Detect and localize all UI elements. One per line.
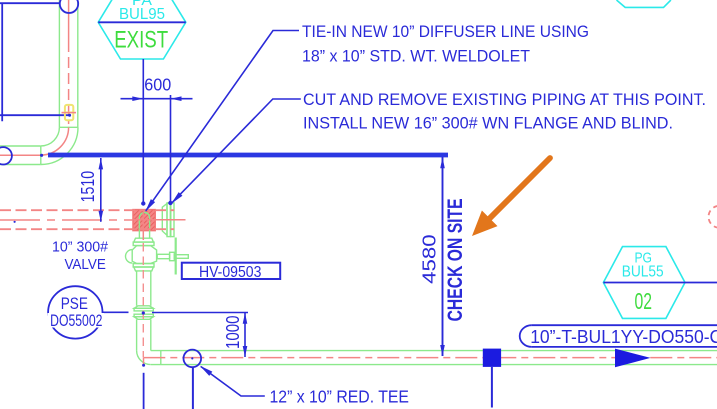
svg-text:EXIST: EXIST	[114, 27, 168, 54]
svg-text:CUT AND REMOVE EXISTING PIPING: CUT AND REMOVE EXISTING PIPING AT THIS P…	[303, 91, 706, 109]
svg-text:BUL95: BUL95	[119, 6, 165, 23]
svg-text:PA: PA	[132, 0, 152, 9]
svg-text:600: 600	[144, 75, 171, 95]
svg-text:VALVE: VALVE	[64, 257, 106, 273]
svg-text:1510: 1510	[78, 171, 98, 203]
svg-text:18” x 10” STD. WT. WELDOLET: 18” x 10” STD. WT. WELDOLET	[302, 48, 530, 66]
svg-text:TIE-IN NEW 10” DIFFUSER LINE U: TIE-IN NEW 10” DIFFUSER LINE USING	[302, 23, 589, 41]
svg-text:DO55002: DO55002	[50, 312, 102, 330]
svg-text:PG: PG	[634, 250, 652, 267]
svg-text:CHECK ON SITE: CHECK ON SITE	[444, 198, 467, 321]
svg-text:BUL55: BUL55	[622, 264, 664, 281]
svg-text:1000: 1000	[223, 316, 243, 350]
svg-text:PSE: PSE	[61, 294, 88, 313]
svg-text:10” 300#: 10” 300#	[52, 240, 108, 256]
svg-text:02: 02	[634, 288, 652, 314]
svg-text:INSTALL NEW 16” 300# WN FLANGE: INSTALL NEW 16” 300# WN FLANGE AND BLIND…	[303, 115, 673, 133]
svg-text:10”-T-BUL1YY-DO550-C: 10”-T-BUL1YY-DO550-C	[530, 326, 717, 347]
svg-text:12” x 10” RED. TEE: 12” x 10” RED. TEE	[270, 387, 410, 407]
svg-text:4580: 4580	[419, 234, 439, 284]
svg-text:HV-09503: HV-09503	[199, 264, 262, 281]
